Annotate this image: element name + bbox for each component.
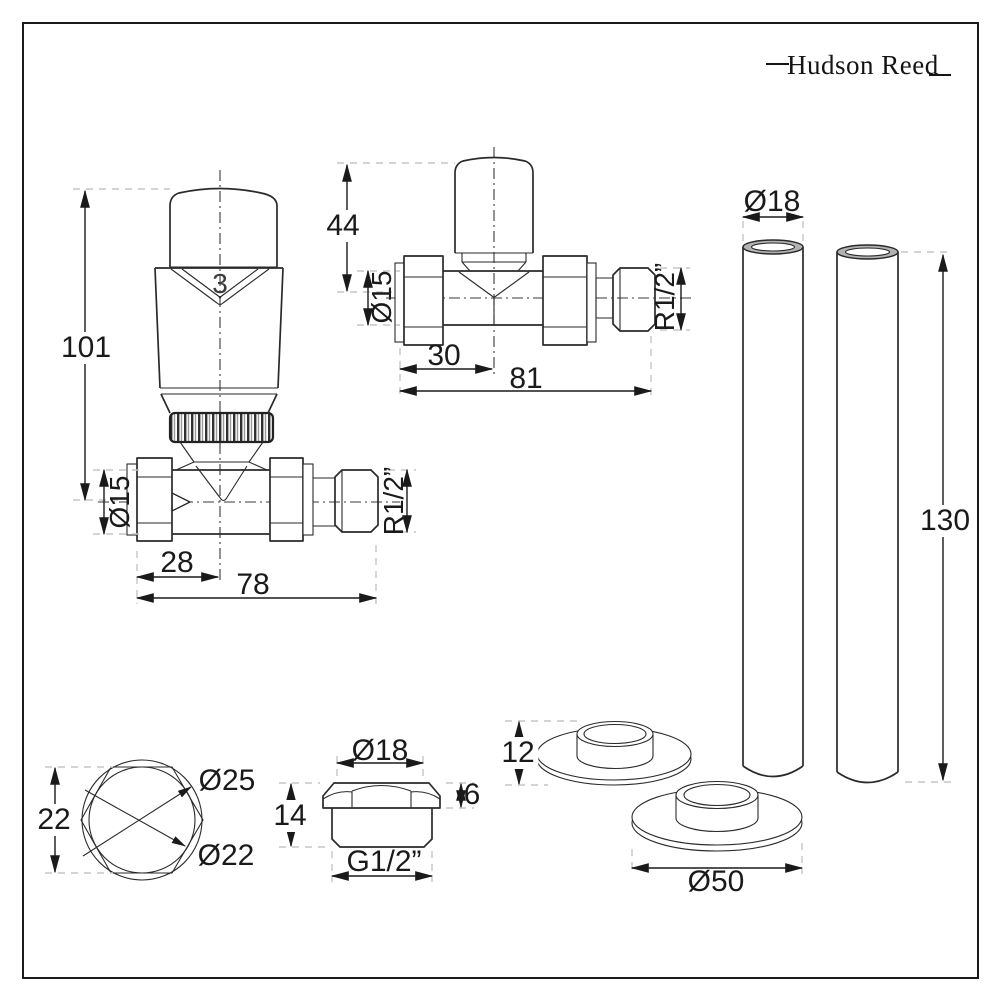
brand-name: Hudson Reed xyxy=(787,50,939,80)
logo-right-line xyxy=(929,74,951,76)
pipe-length-dim: 130 xyxy=(915,505,975,537)
trv-length-dim: 78 xyxy=(236,568,270,601)
hexnut-outer-dia-dim: Ø25 xyxy=(198,764,256,797)
collar-diameter-dim: Ø50 xyxy=(687,865,745,898)
trv-inlet-dia-dim: Ø15 xyxy=(104,475,135,529)
pipes-drawing xyxy=(741,212,953,784)
valve-outlet-thread-dim: R1/2” xyxy=(649,262,680,332)
brand-logo: Hudson Reed xyxy=(766,50,956,84)
plug-head-height-dim: 6 xyxy=(463,778,481,811)
trv-height-dim: 101 xyxy=(56,332,116,364)
trv-head-setting: 3 xyxy=(212,268,228,299)
hexnut-inner-dia-dim: Ø22 xyxy=(197,839,255,872)
straight-valve-drawing xyxy=(337,147,692,398)
plug-thread-dim: G1/2” xyxy=(346,845,422,878)
valve-height-dim: 44 xyxy=(322,210,364,242)
trv-valve-drawing xyxy=(73,170,416,604)
logo-left-line xyxy=(766,63,789,65)
hexnut-height-dim: 22 xyxy=(33,804,75,836)
pipe-diameter-dim: Ø18 xyxy=(743,185,801,218)
trv-center-dim: 28 xyxy=(160,546,194,579)
valve-center-dim: 30 xyxy=(427,339,461,372)
trv-outlet-thread-dim: R1/2” xyxy=(378,466,409,536)
plug-drawing xyxy=(279,756,474,882)
collar-height-dim: 12 xyxy=(497,737,539,769)
plug-diameter-dim: Ø18 xyxy=(351,734,409,767)
valve-inlet-dia-dim: Ø15 xyxy=(366,270,397,324)
valve-length-dim: 81 xyxy=(509,362,543,395)
plug-total-height-dim: 14 xyxy=(269,800,311,832)
collars-drawing xyxy=(505,720,804,874)
drawing-border xyxy=(22,22,979,979)
